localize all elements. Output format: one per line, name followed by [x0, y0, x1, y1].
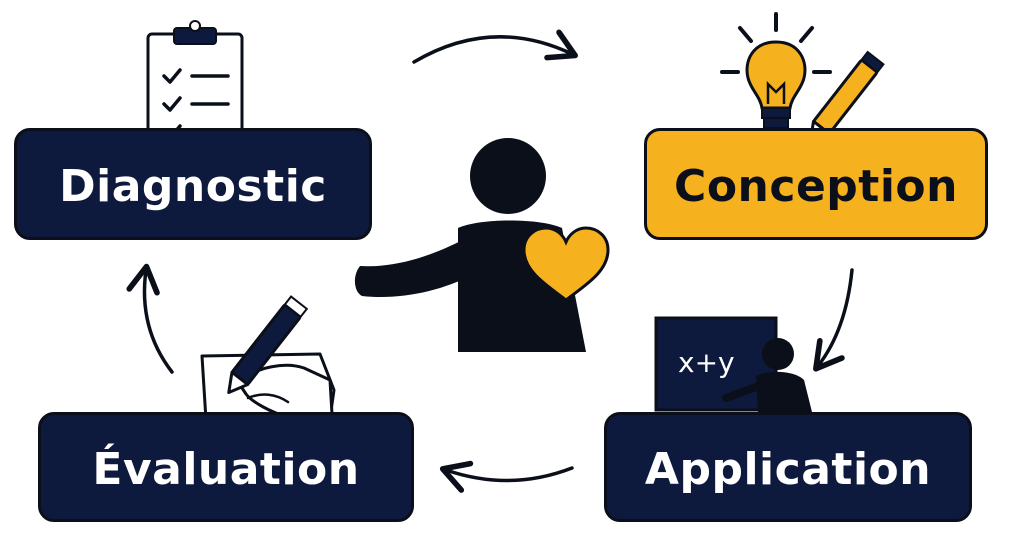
step-evaluation-label: Évaluation [92, 443, 360, 495]
step-diagnostic-label: Diagnostic [59, 160, 327, 212]
step-conception: Conception [644, 128, 988, 240]
step-application: Application [604, 412, 972, 522]
hand-writing-icon [200, 295, 336, 422]
step-application-label: Application [644, 443, 932, 495]
cycle-arrow-icon [439, 460, 574, 493]
step-diagnostic: Diagnostic [14, 128, 372, 240]
cycle-arrow-icon [412, 29, 578, 64]
step-conception-label: Conception [674, 160, 958, 212]
board-formula: x+y [678, 346, 735, 379]
cycle-arrow-icon [813, 268, 854, 372]
cycle-arrow-icon [126, 263, 174, 374]
person-heart-icon [354, 138, 610, 352]
clipboard-checklist-icon [146, 20, 244, 156]
lightbulb-icon [720, 12, 832, 129]
step-evaluation: Évaluation [38, 412, 414, 522]
teacher-board-icon [654, 316, 812, 412]
